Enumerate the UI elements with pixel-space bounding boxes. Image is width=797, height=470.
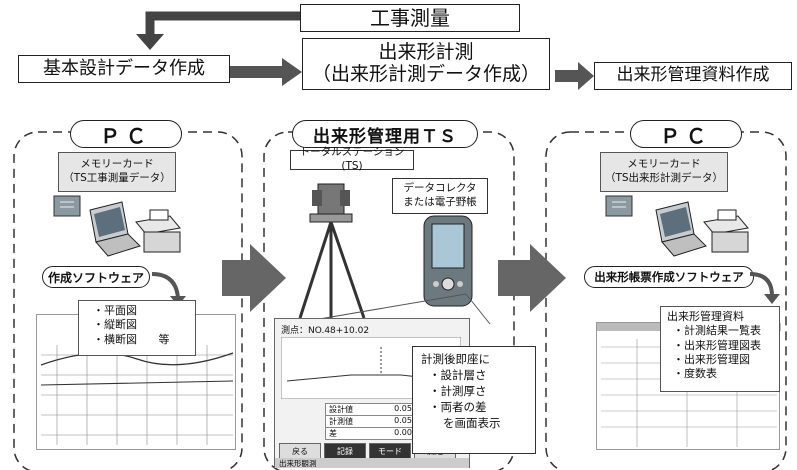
basic-design-label: 基本設計データ作成 <box>43 57 205 79</box>
left-drawings-document <box>36 314 236 450</box>
drawing-item: ・横断図 等 <box>93 332 170 346</box>
right-curve-arrow <box>749 272 780 304</box>
drawing-sketch <box>40 345 234 445</box>
printer-icon <box>703 209 749 253</box>
report-item: ・出来形管理図表 <box>673 338 761 352</box>
dekigata-docs-box: 出来形管理資料作成 <box>594 62 792 90</box>
drawing-item: ・縦断図 <box>93 318 137 332</box>
note-outro: を画面表示 <box>443 416 501 431</box>
drawings-list: ・平面図 ・縦断図 ・横断図 等 <box>78 300 196 356</box>
survey-work-box: 工事測量 <box>300 4 520 32</box>
screen-header: 測点：NO.48+10.02 <box>281 326 370 336</box>
tripod-icon <box>298 221 366 319</box>
memory-card-icon <box>53 195 81 217</box>
report-item: ・計測結果一覧表 <box>673 324 761 338</box>
right-software-pill: 出来形帳票作成ソフトウェア <box>584 266 754 288</box>
back-button[interactable]: 戻る <box>279 443 321 459</box>
drawing-item: ・平面図 <box>93 304 137 317</box>
note-intro: 計測後即座に <box>421 352 490 366</box>
laptop-icon <box>89 201 141 257</box>
right-pc-illustration <box>605 195 749 257</box>
left-memory-card-callout: メモリーカード （TS工事測量データ） <box>58 152 176 192</box>
center-panel-title: 出来形管理用ＴＳ <box>292 120 478 148</box>
report-list: 出来形管理資料 ・計測結果一覧表 ・出来形管理図表 ・出来形管理図 ・度数表 <box>660 306 780 392</box>
data-collector-illustration <box>423 215 473 307</box>
total-station-icon <box>309 183 353 223</box>
report-item: ・度数表 <box>673 367 717 381</box>
printer-icon <box>135 209 181 253</box>
note-item: ・設計層さ <box>429 368 487 383</box>
right-panel-title: ＰＣ <box>630 120 742 148</box>
total-station-illustration <box>298 183 366 319</box>
collector-callout: データコレクタ または電子野帳 <box>392 178 488 214</box>
dekigata-measure-title: 出来形計測 <box>378 41 474 64</box>
left-pc-illustration <box>53 195 181 257</box>
screen-footer: 出来形観測 <box>275 458 469 468</box>
report-list-title: 出来形管理資料 <box>667 310 744 323</box>
record-button[interactable]: 記録 <box>324 443 366 459</box>
basic-design-box: 基本設計データ作成 <box>18 55 230 83</box>
left-software-pill: 作成ソフトウェア <box>42 266 150 288</box>
right-memory-card-callout: メモリーカード （TS出来形計測データ） <box>600 152 728 192</box>
flow-arrows <box>136 11 594 90</box>
drawings-suffix: 等 <box>158 332 170 346</box>
memory-card-icon <box>605 195 633 217</box>
mode-button[interactable]: モード <box>369 443 411 459</box>
survey-work-label: 工事測量 <box>370 5 450 30</box>
report-item: ・出来形管理図 <box>673 352 750 366</box>
note-item: ・両者の差 <box>429 400 487 415</box>
dekigata-measure-box: 出来形計測 （出来形計測データ作成） <box>302 38 550 90</box>
screen-note-callout: 計測後即座に ・設計層さ ・計測厚さ ・両者の差 を画面表示 <box>412 346 536 454</box>
ts-label-callout: トータルステーション(TS) <box>290 146 414 172</box>
note-item: ・計測厚さ <box>429 384 487 399</box>
laptop-icon <box>655 201 707 257</box>
dekigata-measure-subtitle: （出来形計測データ作成） <box>311 63 540 85</box>
dekigata-docs-label: 出来形管理資料作成 <box>616 65 770 86</box>
left-panel-title: ＰＣ <box>70 120 182 148</box>
